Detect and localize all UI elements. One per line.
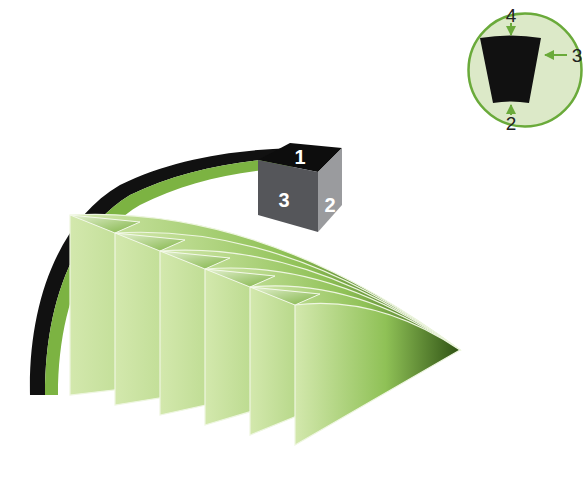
pointer-arrow bbox=[510, 23, 512, 35]
pointer-arrow bbox=[510, 105, 512, 115]
facet bbox=[205, 269, 275, 287]
node-outline bbox=[318, 148, 342, 232]
facet bbox=[160, 251, 230, 269]
facet bbox=[115, 233, 185, 251]
callout-number: 1 bbox=[294, 147, 305, 167]
cell-front-face: 2 bbox=[318, 148, 342, 232]
callout-number: 2 bbox=[506, 114, 517, 133]
callout-number: 2 bbox=[324, 195, 335, 215]
facet bbox=[70, 215, 140, 233]
top-facets bbox=[70, 215, 320, 305]
pointer-arrow bbox=[545, 54, 567, 56]
facet bbox=[250, 287, 320, 305]
circle-outline bbox=[469, 14, 582, 127]
callout-number: 3 bbox=[278, 190, 289, 210]
inset-circle: 432 bbox=[467, 12, 583, 128]
plate bbox=[295, 303, 460, 445]
cell-section bbox=[480, 36, 541, 104]
radial-plates bbox=[70, 214, 460, 445]
callout-number: 4 bbox=[506, 6, 517, 25]
face-outline bbox=[318, 148, 342, 232]
cell-side-face: 3 bbox=[258, 160, 318, 232]
callout-number: 3 bbox=[572, 46, 583, 65]
face-outline bbox=[258, 160, 318, 232]
node-outline bbox=[467, 12, 583, 128]
